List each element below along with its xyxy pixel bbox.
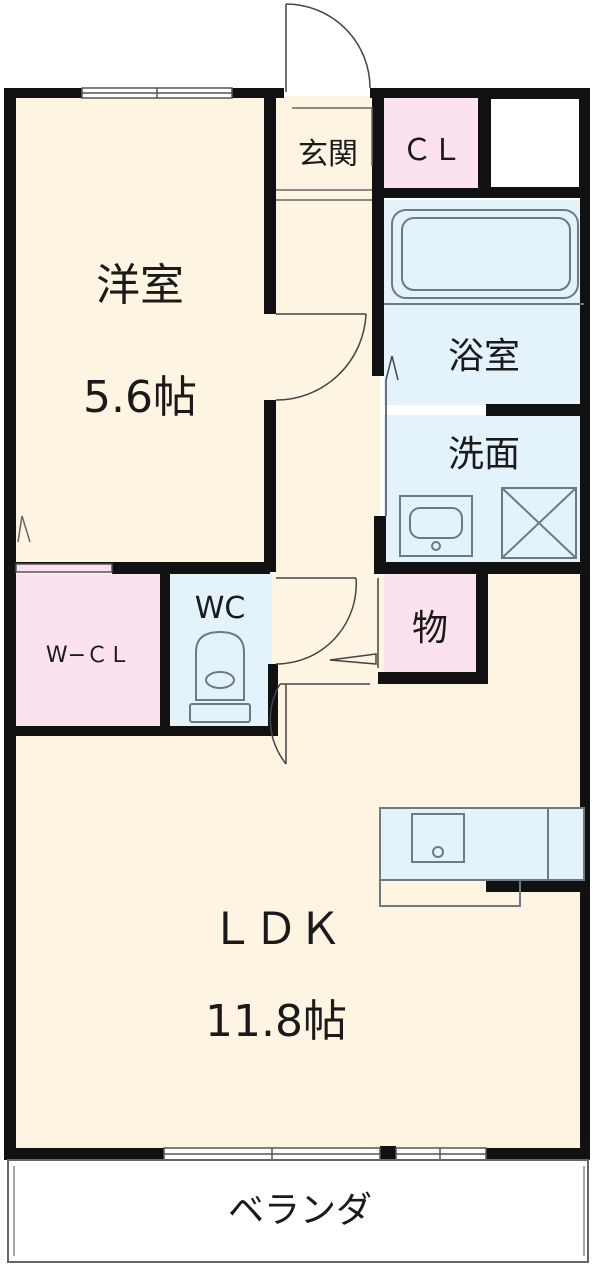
bath-floor — [384, 200, 584, 405]
storage-label: 物 — [412, 608, 448, 649]
toilet-fixture — [189, 630, 251, 723]
bath-label: 浴室 — [448, 336, 520, 377]
western-room-name: 洋室 — [96, 260, 184, 311]
closet-floor — [384, 96, 480, 190]
storage-door — [329, 578, 379, 668]
bathtub — [384, 209, 584, 305]
entrance-door — [285, 3, 371, 92]
exterior-walls — [4, 88, 590, 1160]
genkan-step — [276, 107, 373, 201]
washroom-door — [385, 355, 399, 516]
veranda-outline — [7, 1159, 589, 1263]
kitchen-counter — [379, 807, 585, 907]
ldk-size: 11.8帖 — [205, 996, 347, 1047]
ldk-name: ＬＤＫ — [210, 904, 342, 955]
washbasin — [399, 495, 473, 557]
storage-floor — [384, 574, 482, 674]
closet-divider-marker — [17, 515, 31, 543]
closet-label: ＣＬ — [402, 133, 462, 168]
veranda-label: ベランダ — [228, 1190, 372, 1231]
genkan-label: 玄関 — [298, 137, 358, 172]
toilet-label: WC — [195, 591, 246, 626]
washroom-label: 洗面 — [448, 434, 520, 475]
washroom-floor — [384, 415, 584, 565]
washing-machine-space — [501, 487, 577, 559]
toilet-door — [275, 577, 357, 665]
veranda-window — [163, 1147, 487, 1161]
walkin-closet-sliding-door — [15, 563, 113, 573]
ldk-door — [269, 683, 370, 765]
western-room-floor — [14, 96, 270, 566]
walkin-closet-label: W−ＣＬ — [46, 643, 130, 668]
closet-shelf-box — [489, 97, 581, 189]
walkin-closet-floor — [14, 574, 164, 726]
veranda-floor — [14, 1160, 586, 1260]
western-room-door — [275, 313, 367, 401]
north-window — [81, 87, 233, 99]
western-room-size: 5.6帖 — [83, 372, 197, 423]
